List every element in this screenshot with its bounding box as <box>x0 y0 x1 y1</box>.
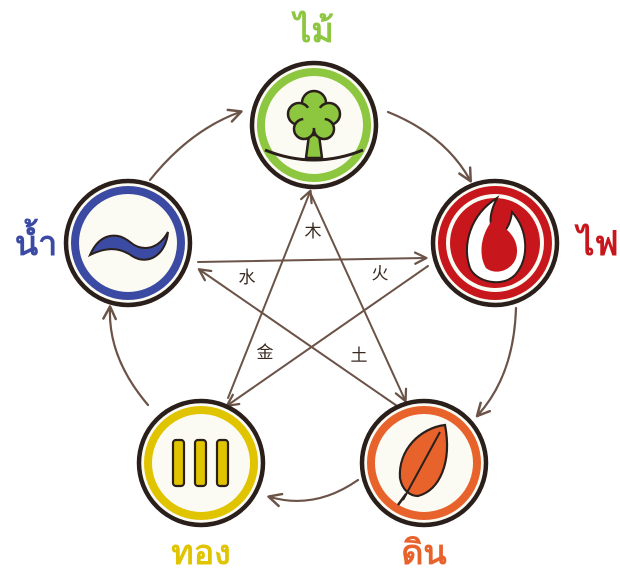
arrow-earth-to-metal <box>267 478 360 508</box>
arrow-wood-to-fire <box>386 110 472 183</box>
label-wood: ไม้ <box>291 10 334 51</box>
node-metal <box>136 398 266 528</box>
bars-icon <box>171 438 230 488</box>
char-earth: 土 <box>351 346 368 366</box>
leaf-icon <box>396 423 449 506</box>
label-earth: ดิน <box>401 533 446 573</box>
tree-icon <box>264 89 364 162</box>
node-water <box>63 178 193 308</box>
star-line-fire-to-metal <box>225 265 429 407</box>
node-fire <box>430 178 560 308</box>
char-metal: 金 <box>257 343 274 363</box>
label-water: น้ำ <box>15 218 57 264</box>
overcoming-star <box>197 189 429 409</box>
node-earth <box>359 398 489 528</box>
star-characters: 木 火 土 金 水 <box>239 222 389 366</box>
arrow-fire-to-earth <box>475 306 518 418</box>
star-line-metal-to-wood <box>227 189 313 399</box>
arrow-metal-to-water <box>102 305 150 407</box>
label-metal: ทอง <box>171 533 230 573</box>
star-line-water-to-fire <box>197 251 428 265</box>
label-fire: ไฟ <box>574 223 618 264</box>
wave-icon <box>87 231 169 261</box>
char-water: 水 <box>239 268 256 288</box>
star-line-earth-to-water <box>197 268 401 409</box>
generating-cycle <box>102 108 518 508</box>
arrow-water-to-wood <box>148 108 243 182</box>
char-fire: 火 <box>372 264 389 284</box>
node-wood <box>249 60 379 190</box>
star-line-wood-to-earth <box>309 191 408 403</box>
char-wood: 木 <box>305 222 322 242</box>
